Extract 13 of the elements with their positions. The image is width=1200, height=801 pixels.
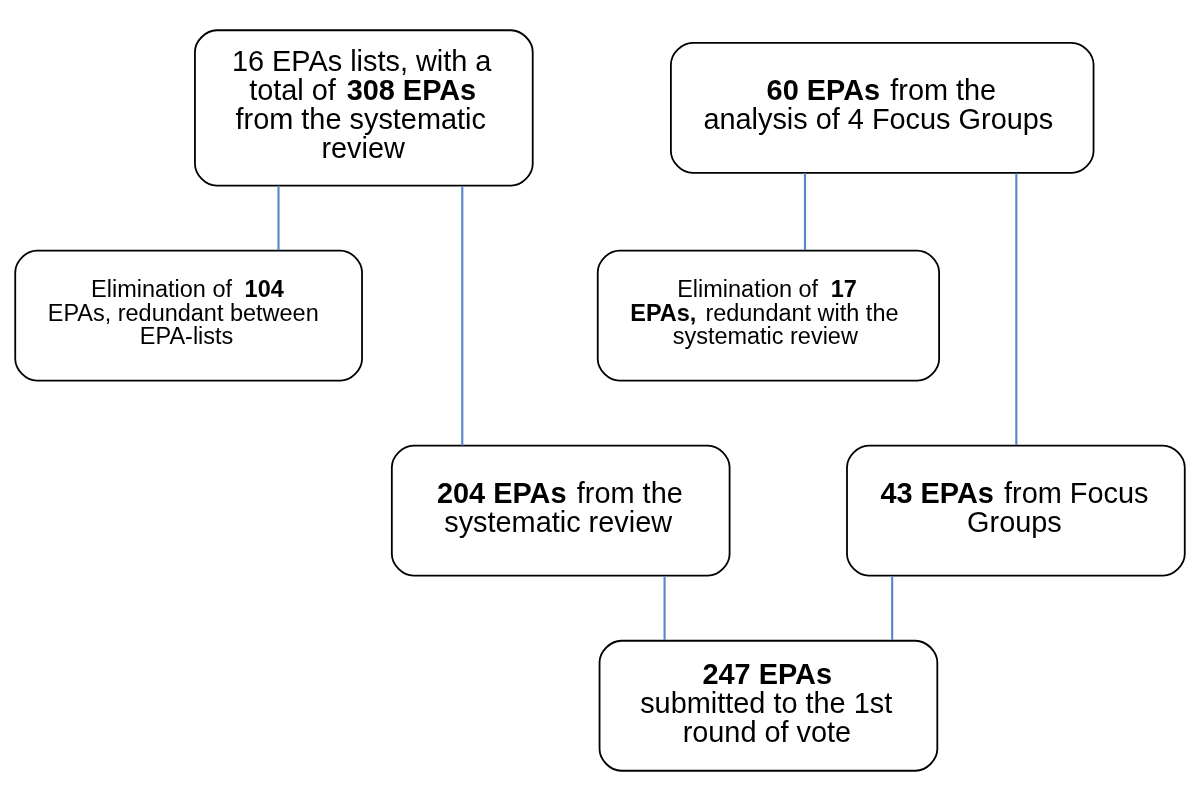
- connector: [461, 186, 464, 446]
- connector: [1015, 173, 1018, 446]
- node-box: 204 EPAs from the systematic review: [390, 444, 731, 577]
- node-box: 43 EPAs from Focus Groups: [846, 444, 1186, 577]
- connector: [803, 173, 807, 250]
- connector: [277, 185, 280, 251]
- connector: [891, 576, 894, 641]
- connector: [663, 576, 666, 641]
- node-box: 60 EPAs from the analysis of 4 Focus Groups: [670, 41, 1095, 174]
- node-box: 247 EPAs submitted to the 1st round of vote: [598, 639, 939, 772]
- node-box: 16 EPAs lists, with a total of 308 EPAs from the systematic review: [194, 29, 534, 187]
- node-box: Elimination of 17 EPAs, redundant with the systematic review: [596, 249, 941, 382]
- node-box: Elimination of 104 EPAs, redundant between EPA-lists: [14, 249, 363, 382]
